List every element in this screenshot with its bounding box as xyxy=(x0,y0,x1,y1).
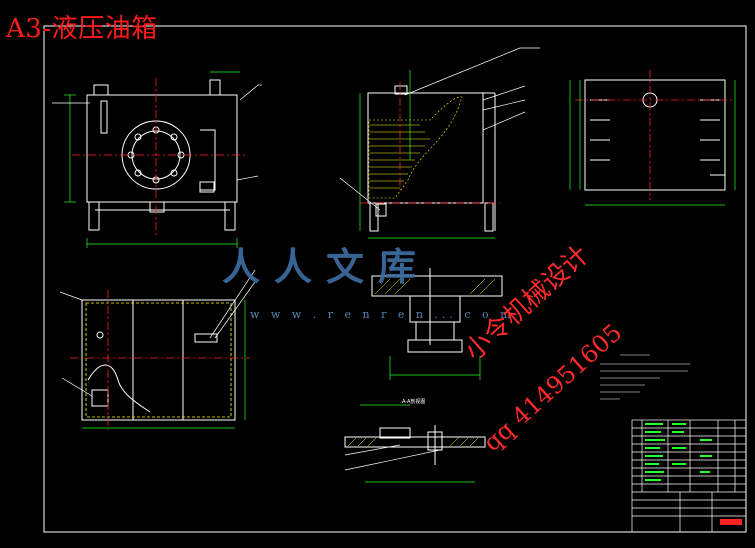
technical-notes xyxy=(600,354,690,400)
side-view-leaders xyxy=(339,47,540,211)
end-view-centerline xyxy=(575,70,735,200)
side-view-body xyxy=(367,92,484,204)
top-view-dimensions xyxy=(82,300,246,429)
side-view-oil-hatch xyxy=(370,124,430,189)
section-aa-leaders xyxy=(344,444,441,471)
side-view xyxy=(367,85,496,232)
top-view-inner xyxy=(85,302,232,418)
top-view-leaders xyxy=(59,269,256,397)
watermark-brand: 人人文库 xyxy=(222,245,431,289)
top-view-centerlines xyxy=(70,290,250,430)
detail-view xyxy=(371,268,503,353)
side-view-centerlines xyxy=(360,82,500,204)
end-view-body xyxy=(584,79,726,191)
side-view-oil-level xyxy=(368,96,463,199)
watermark-url: w w w . r e n r e n ... c o m xyxy=(250,308,515,321)
side-view-dimensions xyxy=(359,70,495,239)
top-view xyxy=(81,299,236,421)
front-view-dimensions xyxy=(64,71,240,248)
detail-hatch xyxy=(374,278,496,295)
drawing-title: A3-液压油箱 xyxy=(6,14,158,44)
title-block-entries xyxy=(645,423,712,481)
end-view xyxy=(584,79,726,191)
end-view-dimensions xyxy=(569,80,736,206)
section-aa-dimensions xyxy=(360,404,475,483)
section-aa-hatch xyxy=(347,437,479,447)
detail-dimensions xyxy=(389,356,481,380)
drawing-frame xyxy=(43,25,747,533)
front-view-centerlines xyxy=(72,78,245,238)
front-view-leaders xyxy=(52,84,262,181)
top-view-body xyxy=(81,299,236,421)
section-aa xyxy=(344,425,486,465)
section-aa-plate xyxy=(344,436,486,448)
title-block-stamp xyxy=(720,519,742,525)
section-aa-label: A-A剖视图 xyxy=(402,399,426,405)
title-block xyxy=(631,419,747,533)
